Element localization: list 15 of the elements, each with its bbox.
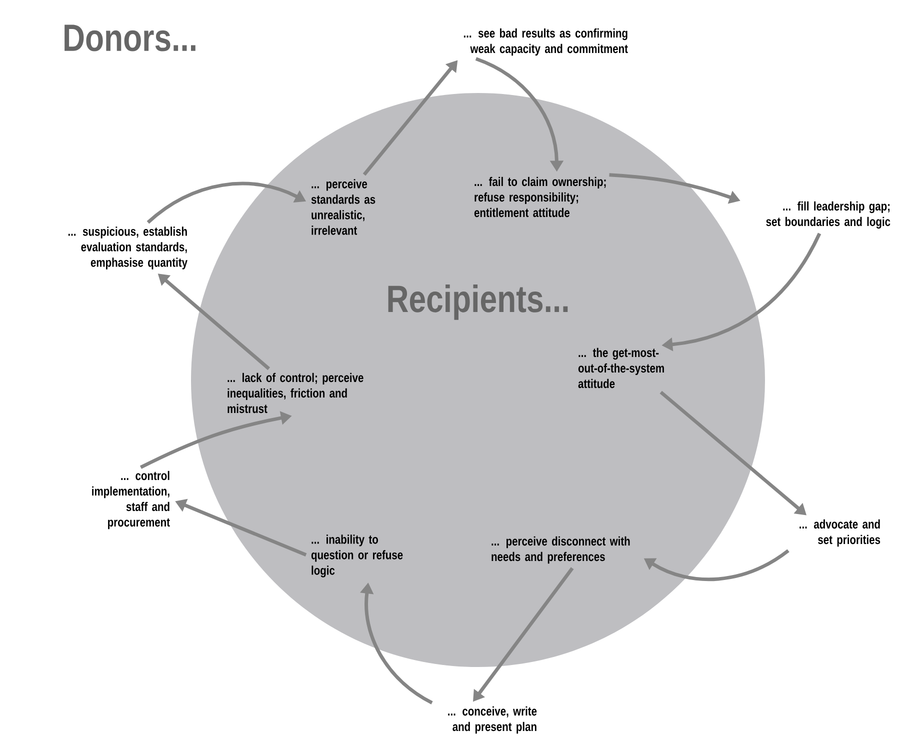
heading: Donors... xyxy=(64,24,196,52)
label-text: ... inability to question or refuse logic xyxy=(311,534,403,578)
label-text: ... the get-most-out-of-the-system attitude xyxy=(578,348,664,388)
callout-text: ... advocate and set priorities xyxy=(800,519,880,547)
heading: Recipients... xyxy=(388,284,568,320)
circle xyxy=(191,93,765,667)
label-text: ... perceive standards as unrealistic, irrelevant xyxy=(311,179,376,235)
callout-text: ... conceive, write and present plan xyxy=(448,706,537,734)
label-text: ... perceive disconnect with needs and preferences xyxy=(492,536,630,564)
callout-text: ... see bad results as confirming weak capacity and commitment xyxy=(464,28,628,56)
callout-text: ... suspicious, establish evaluation standards, emphasise quantity xyxy=(68,226,188,270)
callout-text: ... control implementation, staff and procurement xyxy=(92,470,170,530)
callout-text: ... fill leadership gap; set boundaries and logic xyxy=(766,201,890,229)
label-text: ... fail to claim ownership; refuse responsibility; entitlement attitude xyxy=(474,176,606,218)
label-text: ... lack of control; perceive inequalities, friction and mistrust xyxy=(228,372,364,414)
